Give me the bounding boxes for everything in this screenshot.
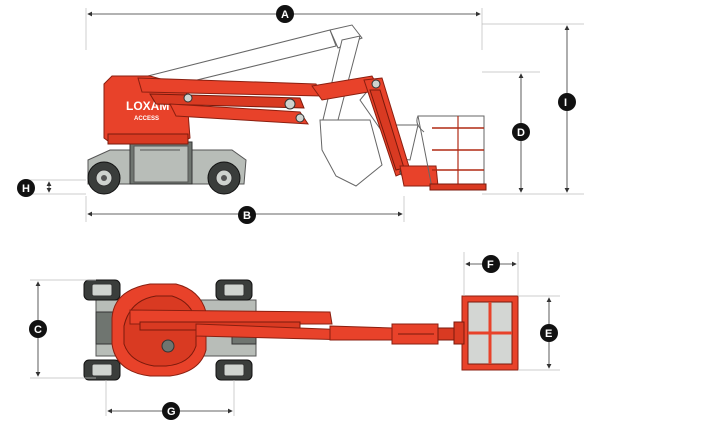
top-wheel-rear-right xyxy=(83,359,121,381)
side-view: LOXAM ACCESS xyxy=(30,8,584,222)
dimension-badge-e: E xyxy=(540,324,558,342)
svg-text:E: E xyxy=(545,328,552,340)
dimension-g: G xyxy=(107,402,233,420)
top-jib xyxy=(391,323,457,345)
dimension-badge-d: D xyxy=(512,123,530,141)
svg-text:F: F xyxy=(487,259,494,271)
side-wheel-front xyxy=(207,161,241,195)
brand-logo-subtext: ACCESS xyxy=(134,116,159,122)
side-wheel-rear xyxy=(87,161,121,195)
svg-text:C: C xyxy=(34,324,42,336)
dimension-badge-f: F xyxy=(482,255,500,273)
dimension-h: H xyxy=(17,179,52,197)
dimension-i: I xyxy=(558,25,576,193)
svg-text:H: H xyxy=(22,183,30,195)
top-view xyxy=(30,252,560,416)
top-wheel-front-right xyxy=(215,359,253,381)
side-basket xyxy=(399,115,487,191)
dimension-badge-c: C xyxy=(29,320,47,338)
dimension-badge-g: G xyxy=(162,402,180,420)
top-basket xyxy=(453,295,519,371)
side-chassis xyxy=(87,141,247,185)
dimension-badge-h: H xyxy=(17,179,35,197)
svg-text:G: G xyxy=(167,406,176,418)
dimension-b: B xyxy=(87,206,403,224)
dimension-d: D xyxy=(512,73,530,193)
dimension-f: F xyxy=(465,255,517,273)
top-wheel-rear-left xyxy=(83,279,121,301)
dimension-badge-b: B xyxy=(238,206,256,224)
svg-text:I: I xyxy=(564,97,567,109)
dimension-badge-a: A xyxy=(276,5,294,23)
dimension-a: A xyxy=(87,5,481,23)
top-wheel-front-left xyxy=(215,279,253,301)
svg-text:B: B xyxy=(243,210,251,222)
dimension-e: E xyxy=(540,297,558,369)
side-main-boom xyxy=(137,77,323,125)
svg-text:A: A xyxy=(281,9,289,21)
svg-text:D: D xyxy=(517,127,525,139)
dimension-badge-i: I xyxy=(558,93,576,111)
dimension-c: C xyxy=(29,281,47,377)
side-jib-arm xyxy=(311,75,411,177)
